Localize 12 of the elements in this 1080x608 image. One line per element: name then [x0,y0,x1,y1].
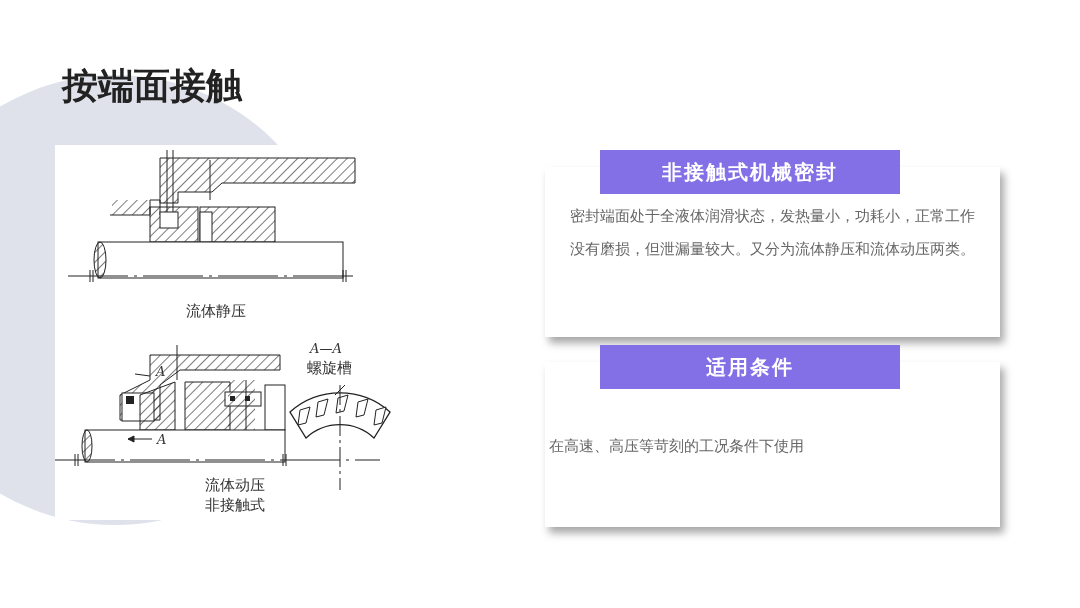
slide-title: 按端面接触 [62,64,242,108]
body-text: 在高速、高压等苛刻的工况条件下使用 [549,436,805,457]
header-band: 适用条件 [600,345,900,389]
header-band: 非接触式机械密封 [600,150,900,194]
section-mark: A [156,364,166,379]
drawing-caption: 流体动压 [205,476,265,495]
drawing-caption: 非接触式 [205,496,265,515]
drawing-caption: A—A [310,341,342,356]
section-mark: A [157,432,167,447]
body-text: 密封端面处于全液体润滑状态，发热量小，功耗小，正常工作没有磨损，但泄漏量较大。又分为流体静压和流体动压两类。 [570,206,976,260]
drawing-caption: 流体静压 [186,302,246,321]
drawing-caption: 螺旋槽 [307,359,352,378]
